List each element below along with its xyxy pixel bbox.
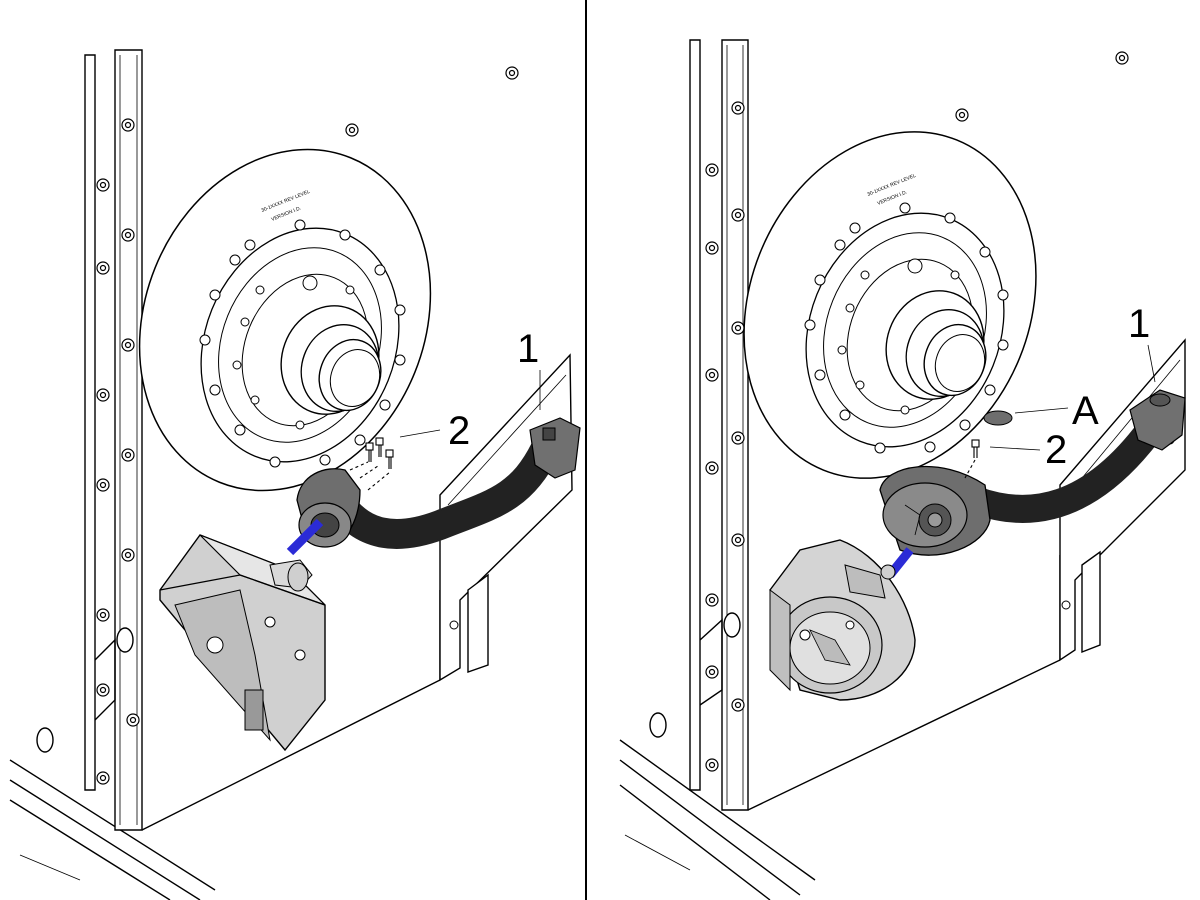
right-cover-plug bbox=[983, 410, 1013, 426]
right-callout-a: A bbox=[1014, 389, 1099, 433]
left-motor-cylinder bbox=[244, 689, 264, 731]
right-panel: 30-1XXXX REV LEVEL VERSION I.D. bbox=[619, 39, 1186, 900]
left-frame-slot bbox=[116, 627, 134, 653]
left-frame-hole bbox=[36, 727, 54, 753]
left-hose-fill bbox=[322, 437, 558, 547]
left-frame-uprights bbox=[84, 49, 143, 831]
left-motor-port bbox=[206, 636, 224, 654]
left-callout-1: 1 bbox=[517, 327, 541, 410]
left-callout-2: 2 bbox=[399, 409, 470, 453]
right-frame-hole bbox=[649, 712, 667, 738]
right-rotary-plate: 30-1XXXX REV LEVEL VERSION I.D. bbox=[743, 131, 1037, 479]
left-label-2: 2 bbox=[448, 409, 470, 453]
right-label-2: 2 bbox=[1045, 428, 1067, 472]
left-label-1: 1 bbox=[517, 327, 539, 371]
left-connector-plug bbox=[542, 427, 556, 441]
right-connector-cap bbox=[1149, 393, 1171, 407]
right-label-a: A bbox=[1072, 389, 1099, 433]
right-base-rail bbox=[619, 739, 816, 900]
right-label-1: 1 bbox=[1128, 302, 1150, 346]
right-screw bbox=[964, 439, 980, 479]
right-gear-housing bbox=[879, 465, 991, 556]
left-motor-housing bbox=[159, 534, 326, 752]
right-motor-housing bbox=[769, 539, 916, 701]
left-screws bbox=[349, 437, 394, 491]
right-frame-uprights bbox=[689, 39, 749, 811]
left-wall-floor-edge bbox=[141, 679, 441, 831]
right-hose-fill bbox=[963, 418, 1162, 521]
left-base-rail bbox=[9, 759, 216, 900]
left-panel: 30-1XXXX REV LEVEL VERSION I.D. bbox=[9, 49, 581, 900]
left-rotary-plate: 30-1XXXX REV LEVEL VERSION I.D. bbox=[138, 148, 432, 492]
right-wall-floor-edge bbox=[747, 659, 1061, 811]
right-frame-slot bbox=[723, 612, 741, 638]
right-frame-bolts bbox=[705, 51, 1129, 772]
right-callout-2: 2 bbox=[989, 428, 1067, 472]
left-frame-bolts bbox=[96, 66, 519, 785]
right-hose-connector bbox=[1129, 389, 1186, 451]
left-shaft-highlight bbox=[286, 518, 324, 556]
right-callout-1: 1 bbox=[1128, 302, 1156, 383]
